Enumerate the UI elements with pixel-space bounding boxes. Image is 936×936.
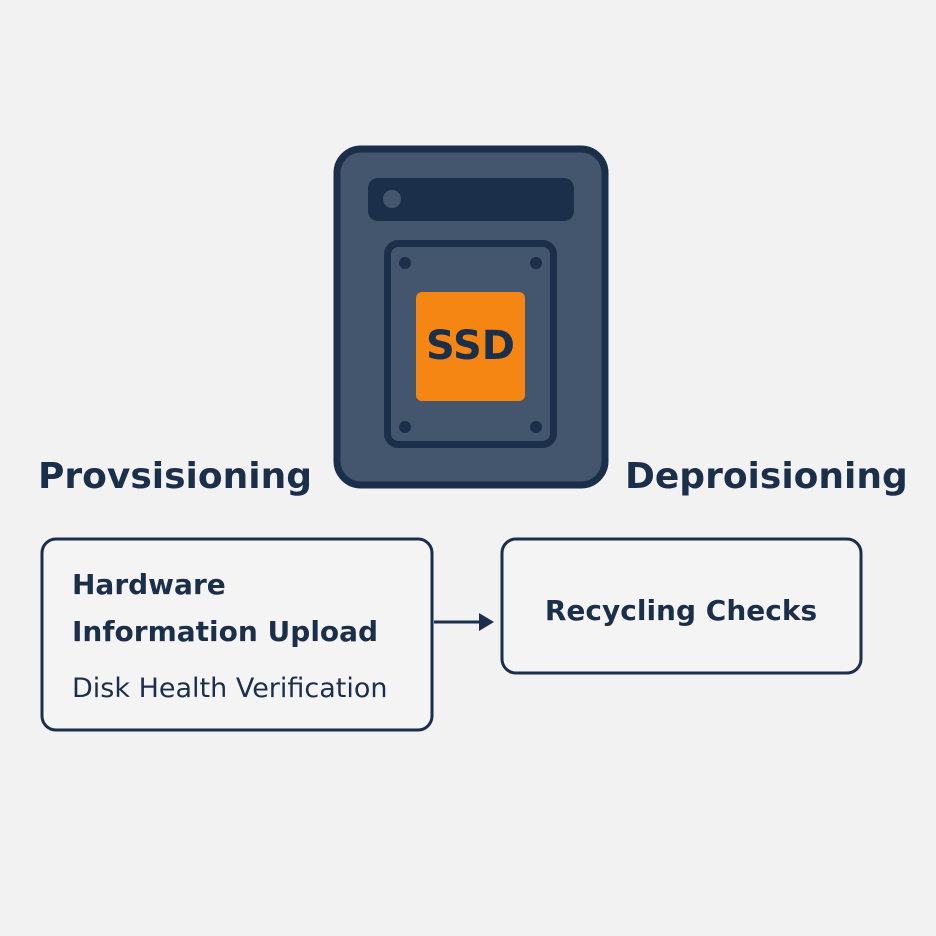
led-indicator-icon bbox=[383, 190, 401, 208]
provisioning-box: Hardware Information Upload Disk Health … bbox=[40, 537, 434, 732]
screw-icon bbox=[399, 421, 411, 433]
ssd-drive-icon: SSD bbox=[333, 145, 609, 489]
ssd-label-plate bbox=[416, 292, 525, 401]
step-hardware: Hardware bbox=[72, 568, 226, 601]
ssd-label: SSD bbox=[426, 323, 515, 369]
screw-icon bbox=[399, 257, 411, 269]
provisioning-heading: Provsisioning bbox=[38, 456, 312, 497]
step-disk-health-verification: Disk Health Verification bbox=[72, 673, 388, 704]
step-recycling-checks: Recycling Checks bbox=[545, 594, 817, 627]
drive-slot bbox=[368, 178, 574, 221]
screw-icon bbox=[530, 421, 542, 433]
deprovisioning-heading: Deproisioning bbox=[625, 456, 908, 497]
step-information-upload: Information Upload bbox=[72, 615, 378, 648]
screw-icon bbox=[530, 257, 542, 269]
deprovisioning-box: Recycling Checks bbox=[500, 537, 863, 675]
arrow-right-icon bbox=[434, 613, 494, 631]
deprovisioning-box-frame bbox=[500, 537, 863, 675]
provisioning-box-frame bbox=[40, 537, 434, 732]
